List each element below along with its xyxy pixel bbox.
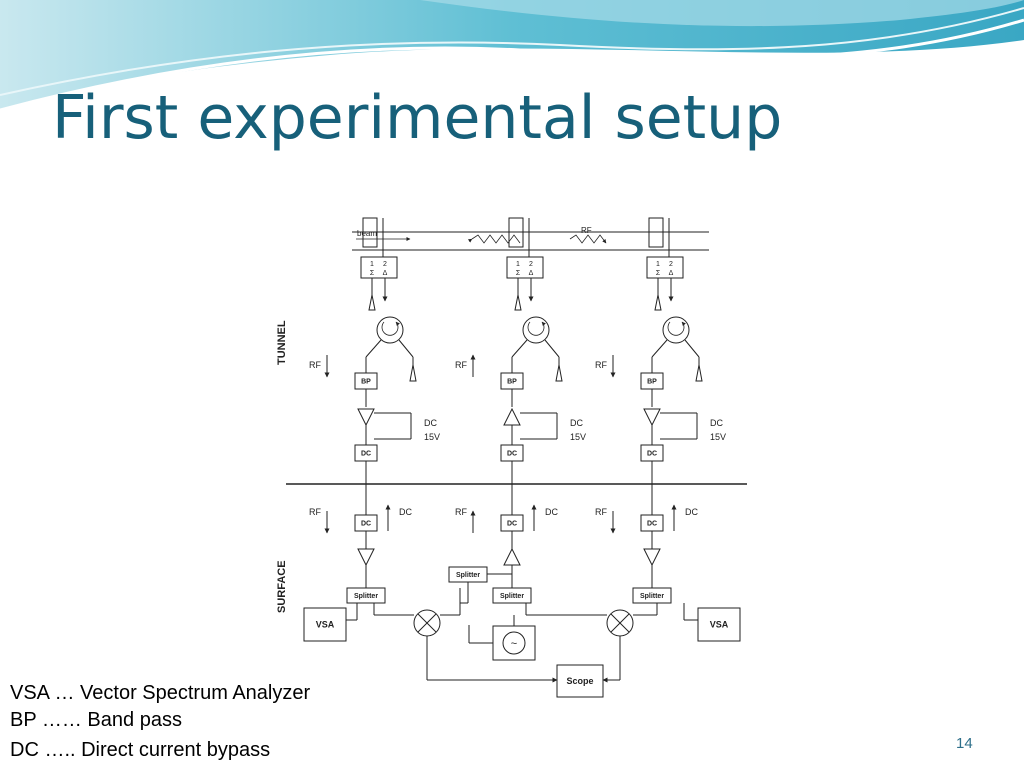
circulator-arrow [381,321,400,336]
dc-tunnel-label: DC [507,450,517,457]
splitter-top-label: Splitter [456,572,480,579]
legend-bp: BP …… Band pass [10,709,182,731]
delta-symbol: Δ [529,270,534,277]
bp-label: BP [361,378,371,385]
splitter-box [632,587,672,604]
sum-symbol: Σ [656,270,661,277]
legend-vsa: VSA … Vector Spectrum Analyzer [10,682,311,704]
circulator [522,316,550,344]
hybrid-port-1: 1 [656,261,660,268]
scope-label: Scope [566,676,593,686]
load-termination [695,364,703,382]
sum-symbol: Σ [516,270,521,277]
splitter-label: Splitter [500,593,524,600]
termination [368,294,376,311]
dc-surface-label: DC [361,520,371,527]
voltage-label: 15V [710,432,726,442]
amplifier-surface [357,548,375,567]
amplifier-tunnel [503,407,521,426]
splitter-label: Splitter [640,593,664,600]
vsa-left-label: VSA [316,620,335,630]
hybrid-box [506,256,544,279]
dc-supply-label: DC [710,418,723,428]
amplifier-tunnel [357,408,375,427]
experimental-setup-diagram: beam RF TUNNEL SURFACE 1 2Σ Δ RF BP DC 15V DC RF… [264,215,759,708]
circulator-arrow [527,321,546,336]
slide-title: First experimental setup [52,83,783,153]
page-number: 14 [956,735,973,752]
circulator-arrow [667,321,686,336]
pickup-electrode [508,217,524,248]
circulator [662,316,690,344]
amplifier-tunnel [643,408,661,427]
circulator [376,316,404,344]
dc-label-surface: DC [545,507,558,517]
load-termination [409,364,417,382]
hybrid-port-1: 1 [370,261,374,268]
dc-surface-label: DC [647,520,657,527]
voltage-label: 15V [424,432,440,442]
dc-label-surface: DC [685,507,698,517]
rf-wave-left [467,234,521,244]
rf-label-tunnel: RF [595,360,607,370]
vsa-left-box [303,607,347,642]
rf-label-surface: RF [595,507,607,517]
splitter-box [492,587,532,604]
splitter-label: Splitter [354,593,378,600]
sum-symbol: Σ [370,270,375,277]
bp-label: BP [507,378,517,385]
termination [514,294,522,311]
oscillator-symbol: ~ [511,638,517,650]
amplifier-surface [503,547,521,566]
rf-wave-right [569,234,607,244]
hybrid-port-1: 1 [516,261,520,268]
delta-symbol: Δ [669,270,674,277]
vsa-right-box [697,607,741,642]
rf-wave-label: RF [581,226,592,235]
splitter-box [346,587,386,604]
rf-label-surface: RF [309,507,321,517]
voltage-label: 15V [570,432,586,442]
termination [654,294,662,311]
rf-label-tunnel: RF [309,360,321,370]
pickup-electrode [648,217,664,248]
oscillator-circle [502,631,526,655]
hybrid-port-2: 2 [383,261,387,268]
dc-tunnel-label: DC [647,450,657,457]
dc-surface-label: DC [507,520,517,527]
slide-header-banner [0,0,1024,112]
pickup-electrode [362,217,378,248]
hybrid-port-2: 2 [669,261,673,268]
dc-supply-label: DC [424,418,437,428]
vsa-right-label: VSA [710,620,729,630]
dc-tunnel-label: DC [361,450,371,457]
hybrid-port-2: 2 [529,261,533,268]
tunnel-label: TUNNEL [276,320,288,365]
legend-dc: DC ….. Direct current bypass [10,739,271,761]
hybrid-box [646,256,684,279]
bp-label: BP [647,378,657,385]
signal-chain-3: 1 2Σ Δ RF BP DC 15V DC RF DC DC Splitter [595,217,726,604]
rf-label-surface: RF [455,507,467,517]
dc-label-surface: DC [399,507,412,517]
dc-supply-label: DC [570,418,583,428]
rf-label-tunnel: RF [455,360,467,370]
surface-label: SURFACE [276,560,288,613]
beam-label: beam [357,229,377,238]
hybrid-box [360,256,398,279]
signal-chain-2: 1 2Σ Δ RF BP DC 15V DC RF DC DC Splitter [455,217,586,604]
load-termination [555,364,563,382]
signal-chain-1: 1 2Σ Δ RF BP DC 15V DC RF DC DC Splitter [309,217,440,604]
delta-symbol: Δ [383,270,388,277]
amplifier-surface [643,548,661,567]
